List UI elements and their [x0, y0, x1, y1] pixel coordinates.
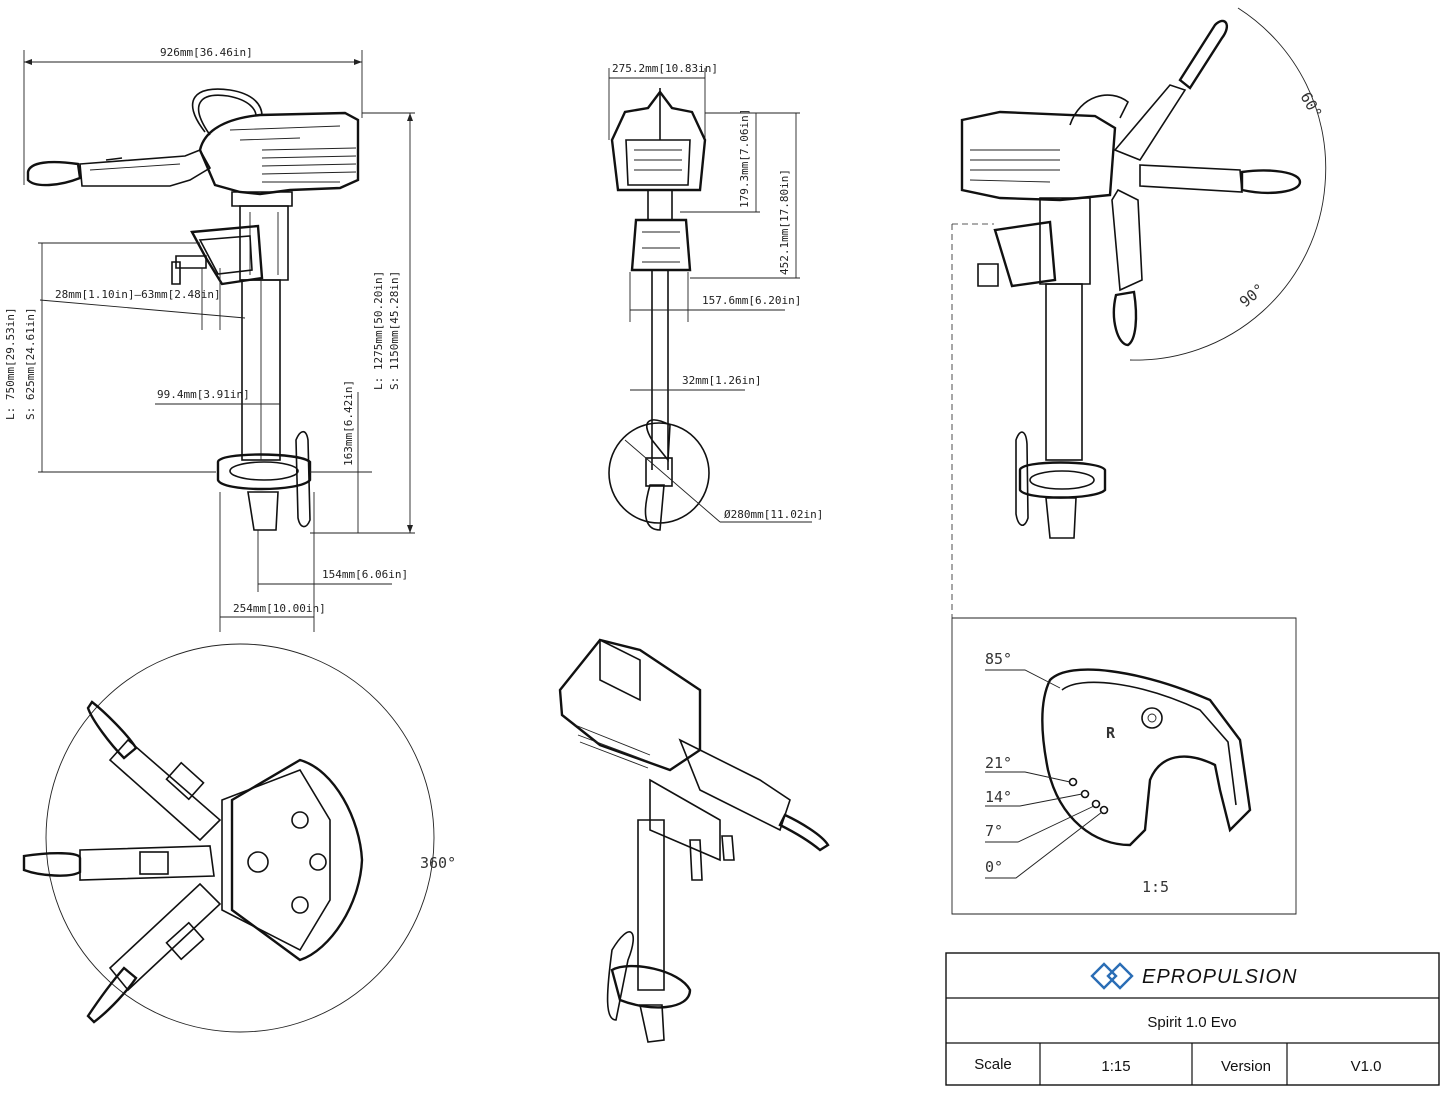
trim-bracket — [1041, 668, 1252, 847]
isometric-view — [558, 638, 830, 1043]
model-name: Spirit 1.0 Evo — [1147, 1014, 1236, 1031]
svg-text:S: 625mm[24.61in]: S: 625mm[24.61in] — [24, 307, 37, 420]
head-height-dimension: 179.3mm[7.06in] — [738, 109, 751, 208]
trim-angle-14: 14° — [985, 788, 1012, 806]
trim-detail: R 85° 21° 14° 7° 0° 1:5 — [951, 617, 1297, 915]
pod-offset-dimension: 154mm[6.06in] — [322, 568, 408, 581]
front-view: 275.2mm[10.83in] 179.3mm[7.06in] 452.1mm… — [608, 62, 823, 531]
tilt-angle-60: 60° — [1297, 89, 1326, 121]
tiller-horizontal — [1240, 169, 1302, 195]
propeller-side — [295, 430, 311, 528]
propeller-circle — [608, 422, 710, 524]
svg-text:S: 1150mm[45.28in]: S: 1150mm[45.28in] — [388, 271, 401, 390]
side-view: 926mm[36.46in] 28mm[1.10in]—63mm[2 — [4, 46, 415, 632]
trim-detail-frame — [951, 617, 1297, 915]
title-block: EPROPULSION Spirit 1.0 Evo Scale 1:15 Ve… — [945, 952, 1440, 1086]
epropulsion-logo-icon — [1090, 962, 1134, 990]
scale-value: 1:15 — [1101, 1058, 1130, 1075]
scale-label: Scale — [974, 1056, 1012, 1073]
iso-tiller-grip — [778, 813, 830, 852]
top-view: 360° — [22, 643, 456, 1033]
clamp-width-dimension: 157.6mm[6.20in] — [702, 294, 801, 307]
tilt-angle-90: 90° — [1236, 280, 1268, 311]
upper-height-dimension: 452.1mm[17.80in] — [778, 169, 791, 275]
motor-pod — [216, 453, 312, 491]
pod-length-dimension: 254mm[10.00in] — [233, 602, 326, 615]
top-head — [230, 758, 364, 962]
trim-angle-85: 85° — [985, 650, 1012, 668]
trim-angle-21: 21° — [985, 754, 1012, 772]
rotation-angle: 360° — [420, 854, 456, 872]
trim-detail-scale: 1:5 — [1142, 878, 1169, 896]
top-tiller-center — [22, 852, 82, 877]
clamp-range-dimension: 28mm[1.10in]—63mm[2.48in] — [55, 288, 221, 301]
tiller-raised — [1178, 19, 1229, 90]
svg-text:L: 1275mm[50.20in]: L: 1275mm[50.20in] — [372, 271, 385, 390]
shaft-depth-dimension: L: 750mm[29.53in] — [4, 307, 17, 420]
shaft-width-dimension: 32mm[1.26in] — [682, 374, 761, 387]
shaft-offset-dimension: 99.4mm[3.91in] — [157, 388, 250, 401]
trim-angle-7: 7° — [985, 822, 1003, 840]
rotation-circle — [45, 643, 435, 1033]
tilt-view: 60° 90° — [951, 7, 1327, 618]
version-value: V1.0 — [1351, 1058, 1382, 1075]
iso-shaft — [637, 819, 665, 991]
tiller-grip — [26, 160, 82, 187]
trim-angle-0: 0° — [985, 858, 1003, 876]
propeller-diameter-dimension: Ø280mm[11.02in] — [724, 508, 823, 521]
overall-length-dimension: 926mm[36.46in] — [160, 46, 253, 59]
pod-height-dimension: 163mm[6.42in] — [342, 380, 355, 466]
front-clamp — [630, 218, 692, 272]
top-tiller-upper — [86, 700, 138, 760]
version-label: Version — [1221, 1058, 1271, 1075]
reverse-mark: R — [1106, 724, 1116, 742]
tilt-head — [960, 110, 1117, 202]
front-width-dimension: 275.2mm[10.83in] — [612, 62, 718, 75]
brand-name: EPROPULSION — [1142, 966, 1297, 988]
tiller-lowered — [1112, 290, 1138, 347]
iso-pod — [610, 964, 692, 1009]
iso-head — [558, 638, 702, 772]
top-tiller-lower — [86, 966, 138, 1024]
